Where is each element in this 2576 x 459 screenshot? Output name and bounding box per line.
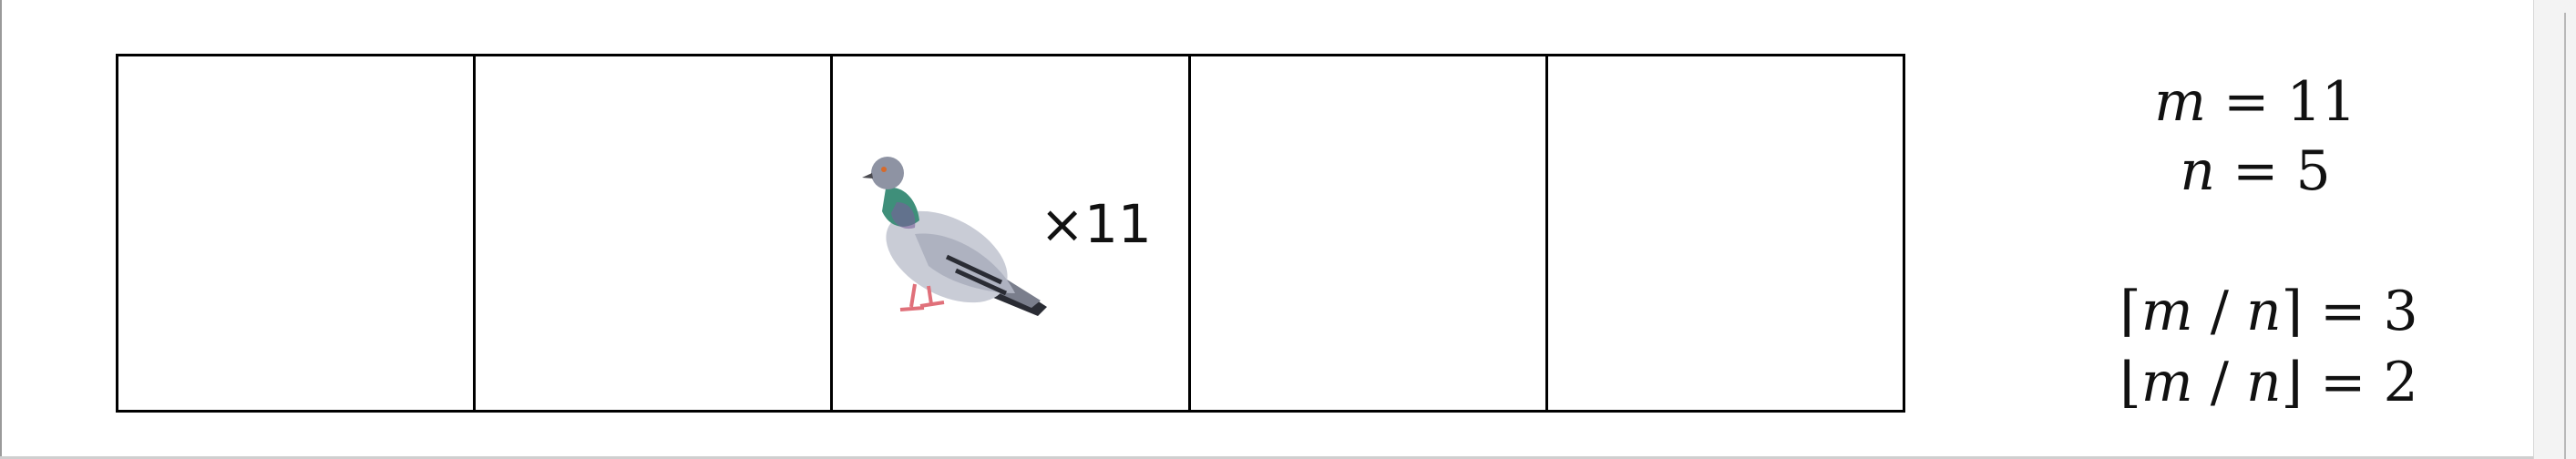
pigeonhole-1 — [118, 56, 473, 410]
floor-division: / — [2192, 351, 2247, 414]
scrollbar-track[interactable] — [2533, 0, 2576, 459]
window-bottom-edge — [0, 456, 2533, 459]
ceil-open-bracket: ⌈ — [2119, 280, 2141, 343]
pigeonhole-5 — [1545, 56, 1903, 410]
pigeon-count-label: ×11 — [1040, 193, 1152, 255]
equation-n-value: = 5 — [2215, 139, 2331, 203]
floor-open-bracket: ⌊ — [2119, 351, 2141, 414]
equation-m-value: = 11 — [2206, 70, 2356, 134]
equation-n: n = 5 — [2137, 144, 2374, 199]
window-left-edge — [0, 0, 2, 459]
ceil-var-n: n — [2246, 280, 2282, 343]
floor-var-m: m — [2140, 351, 2193, 414]
floor-result: ⌋ = 2 — [2281, 351, 2418, 414]
pigeon-icon — [862, 157, 1048, 316]
pigeonhole-4 — [1187, 56, 1545, 410]
ceil-division: / — [2192, 280, 2247, 343]
var-m: m — [2154, 70, 2207, 134]
pigeonhole-row: ×11 — [116, 54, 1905, 413]
var-n: n — [2180, 139, 2216, 203]
equation-m: m = 11 — [2137, 75, 2374, 129]
floor-var-n: n — [2246, 351, 2282, 414]
pigeonhole-2 — [473, 56, 830, 410]
pigeonhole-3: ×11 — [830, 56, 1187, 410]
equation-floor: ⌊m / n⌋ = 2 — [2096, 355, 2442, 410]
ceil-var-m: m — [2140, 280, 2193, 343]
scrollbar-edge — [2564, 13, 2566, 459]
ceil-result: ⌉ = 3 — [2281, 280, 2418, 343]
equation-ceiling: ⌈m / n⌉ = 3 — [2096, 284, 2442, 339]
